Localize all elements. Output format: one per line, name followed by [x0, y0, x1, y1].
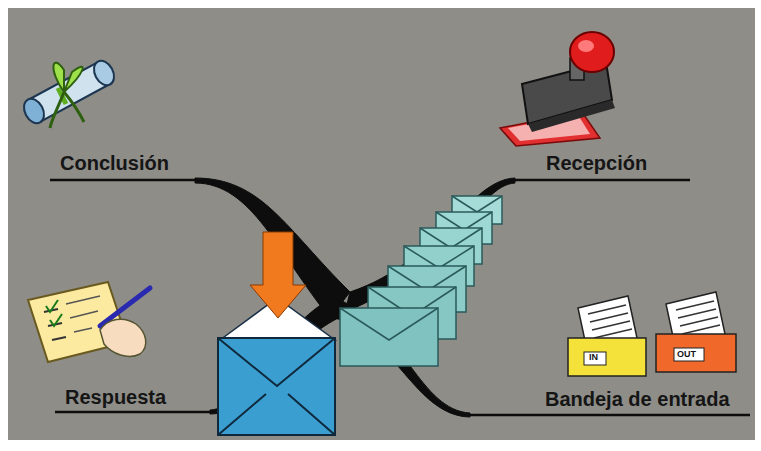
in-out-trays	[676, 301, 720, 334]
branch-lines	[50, 178, 750, 417]
envelope-stack	[340, 308, 438, 340]
in-out-trays	[568, 338, 646, 376]
main-envelope	[218, 394, 335, 435]
in-out-trays	[568, 292, 736, 376]
tray-label: OUT	[677, 349, 696, 359]
scroll-icon	[64, 67, 83, 92]
checklist-icon	[28, 282, 150, 362]
scroll-icon	[20, 95, 48, 126]
background	[8, 8, 755, 440]
scroll-icon	[64, 92, 84, 122]
stamp-icon	[528, 100, 615, 132]
checklist-icon	[46, 300, 62, 326]
scroll-icon	[53, 63, 64, 92]
envelope-stack	[420, 228, 482, 248]
tray-label: IN	[589, 352, 598, 362]
stamp-icon	[578, 40, 594, 52]
branch-label: Bandeja de entrada	[545, 388, 730, 411]
in-out-trays	[674, 348, 704, 361]
branch-lines	[195, 178, 350, 318]
in-out-trays	[588, 305, 632, 338]
stamp-icon	[500, 32, 615, 146]
main-envelope	[218, 338, 335, 435]
scroll-icon	[20, 57, 118, 128]
branch-label: Recepción	[546, 152, 647, 175]
envelope-stack	[340, 196, 502, 366]
branch-lines	[50, 179, 195, 182]
checklist-icon	[100, 319, 146, 356]
main-envelope	[250, 232, 306, 318]
stamp-icon	[570, 32, 614, 72]
envelope-stack	[452, 196, 502, 212]
checklist-icon	[66, 296, 100, 332]
envelope-stack	[404, 246, 474, 268]
envelope-stack	[340, 308, 438, 366]
main-envelope	[218, 338, 335, 386]
branch-label: Respuesta	[65, 386, 166, 409]
branch-lines	[55, 411, 210, 414]
branch-lines	[515, 179, 690, 182]
scroll-icon	[50, 92, 64, 128]
branch-label: Conclusión	[60, 152, 169, 175]
in-out-trays	[584, 352, 606, 365]
scroll-icon	[90, 57, 118, 88]
main-envelope	[218, 232, 335, 435]
branch-lines	[470, 414, 750, 417]
in-out-trays	[656, 334, 736, 372]
